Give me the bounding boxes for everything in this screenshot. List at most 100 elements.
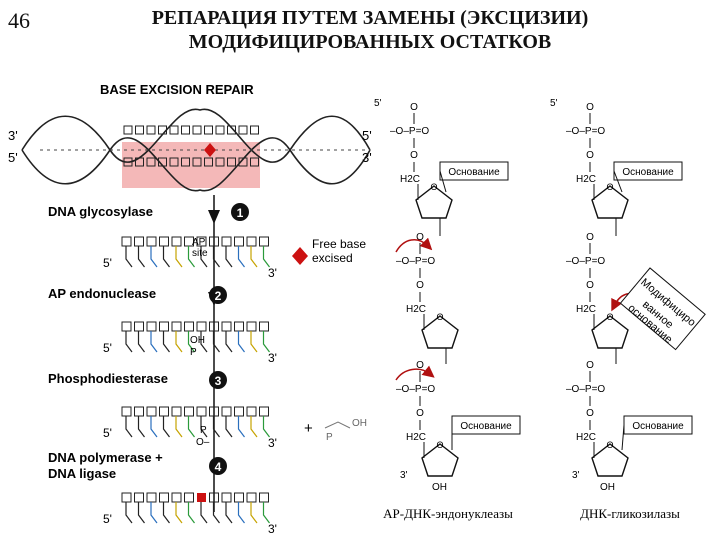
helix-base <box>238 157 248 167</box>
step-2-label: AP endonuclease <box>48 286 156 301</box>
strand-backbone <box>200 246 208 268</box>
base-label: Основание <box>448 167 500 178</box>
sugar-ring <box>421 315 459 349</box>
strand-top-base <box>146 236 157 247</box>
strand-backbone <box>237 246 245 268</box>
strand-backbone <box>250 246 258 268</box>
phosphate-group: –O–P=O <box>396 384 435 395</box>
strand-backbone <box>225 331 233 353</box>
strand-backbone <box>187 502 195 524</box>
five-prime: 5' <box>374 98 382 109</box>
helix-base <box>238 125 248 135</box>
strand-top-base <box>134 236 144 247</box>
step-1-number: 1 <box>237 206 244 220</box>
helix-base <box>181 157 190 167</box>
atom-o: O <box>410 150 418 161</box>
o-minus-label: O– <box>196 437 210 448</box>
step-1-badge <box>231 203 249 221</box>
step-4-label-2: DNA ligase <box>48 466 116 481</box>
strand-top-base <box>196 406 207 417</box>
helix-base <box>250 157 259 167</box>
strand-backbone <box>125 246 133 268</box>
strand-backbone <box>187 416 195 438</box>
strand-top-base <box>259 406 269 417</box>
strand-backbone <box>262 246 270 268</box>
strand-top-base <box>259 492 269 503</box>
methylene-h2c: H2C <box>576 304 596 315</box>
strand-top-base <box>221 492 232 503</box>
released-oh: OH <box>352 418 367 429</box>
strand-3-end: 3' <box>268 266 277 280</box>
helix-label-5-right: 5' <box>362 128 372 143</box>
strand-backbone <box>150 502 158 524</box>
strand-backbone <box>262 416 270 438</box>
strand-3-end: 3' <box>268 436 277 450</box>
strand-top-base <box>259 236 269 247</box>
strand-top-base <box>159 236 169 247</box>
strand-5-end: 5' <box>103 341 112 355</box>
strand-backbone <box>250 502 258 524</box>
strand-top-base <box>121 236 132 247</box>
strand-backbone <box>125 416 133 438</box>
ring-o: O <box>436 440 443 450</box>
oh-label-row3: OH <box>190 335 205 346</box>
helix-base <box>192 157 202 167</box>
ring-o: O <box>606 440 613 450</box>
strand-backbone <box>237 502 245 524</box>
strand-top-base <box>184 492 194 503</box>
atom-o: O <box>410 102 418 113</box>
base-label: Основание <box>632 421 684 432</box>
helix-label-5-left: 5' <box>8 150 18 165</box>
strand-top-base <box>159 492 169 503</box>
title-line-1: РЕПАРАЦИЯ ПУТЕМ ЗАМЕНЫ (ЭКСЦИЗИИ) <box>151 7 589 29</box>
strand-backbone <box>212 416 220 438</box>
strand-backbone <box>262 331 270 353</box>
ring-o: O <box>430 182 437 192</box>
strand-backbone <box>150 416 158 438</box>
helix-base <box>146 125 156 135</box>
helix-base <box>215 125 225 135</box>
base-label: Основание <box>622 167 674 178</box>
sugar-ring <box>415 185 453 219</box>
dna-double-helix: 3' 5' 5' 3' <box>8 108 372 192</box>
strand-backbone <box>175 246 183 268</box>
cleavage-arrow-1 <box>395 237 433 253</box>
helix-base <box>135 157 144 167</box>
helix-base <box>192 125 202 135</box>
helix-base <box>146 157 156 167</box>
phosphate-group: –O–P=O <box>566 256 605 267</box>
strand-backbone <box>162 246 170 268</box>
released-p: P <box>326 432 333 443</box>
ap-site-label-2: site <box>192 248 208 259</box>
strand-5-end: 5' <box>103 512 112 526</box>
slide-title: РЕПАРАЦИЯ ПУТЕМ ЗАМЕНЫ (ЭКСЦИЗИИ) МОДИФИ… <box>70 6 670 54</box>
helix-label-3-left: 3' <box>8 128 18 143</box>
helix-base <box>204 157 213 167</box>
strand-top-base <box>221 321 232 332</box>
strand-backbone <box>137 331 145 353</box>
strand-backbone <box>250 416 258 438</box>
strand-backbone <box>225 246 233 268</box>
strand-backbone <box>200 416 208 438</box>
helix-base <box>227 125 236 135</box>
atom-o: O <box>586 150 594 161</box>
atom-o: O <box>416 280 424 291</box>
ber-heading: BASE EXCISION REPAIR <box>100 82 254 97</box>
methylene-h2c: H2C <box>400 174 420 185</box>
step-2-badge <box>209 286 227 304</box>
strand-backbone <box>225 502 233 524</box>
helix-label-3-right: 3' <box>362 150 372 165</box>
p-label-row3: P <box>190 347 197 358</box>
strand-5-end: 5' <box>103 256 112 270</box>
step-4-badge <box>209 457 227 475</box>
strand-backbone <box>175 416 183 438</box>
strand-backbone <box>200 502 208 524</box>
strand-top-base <box>159 406 169 417</box>
strand-backbone <box>250 331 258 353</box>
terminal-oh: OH <box>432 482 447 493</box>
phosphate-group: –O–P=O <box>396 256 435 267</box>
cleavage-arrow-2 <box>395 365 435 381</box>
step-3-badge <box>209 371 227 389</box>
strand-backbone <box>137 416 145 438</box>
strand-top-base <box>121 406 132 417</box>
